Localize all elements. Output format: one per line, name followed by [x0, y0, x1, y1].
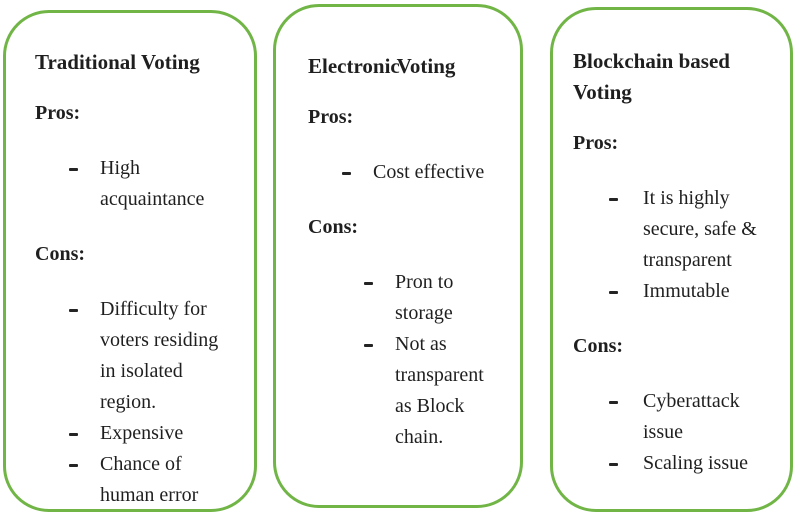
pros-label: Pros: [35, 102, 81, 124]
list-item-text: Scaling issue [643, 452, 748, 474]
list-item-text: It is highly secure, safe & transparent [643, 187, 757, 271]
bullet-icon [341, 157, 373, 188]
list-item-text: Immutable [643, 280, 730, 302]
pros-label: Pros: [308, 106, 354, 128]
bullet-icon [608, 386, 643, 448]
list-item-text: High acquaintance [100, 157, 205, 210]
list-item-text: Chance of human error [100, 453, 199, 506]
card-title-blockchain-voting: Blockchain based Voting [573, 49, 730, 104]
list-item: Scaling issue [608, 448, 774, 479]
bullet-icon [68, 294, 100, 418]
bullet-icon [68, 153, 100, 215]
cons-label: Cons: [308, 216, 359, 238]
list-item: It is highly secure, safe & transparent [608, 183, 774, 276]
pros-label: Pros: [573, 132, 619, 154]
list-item: Cost effective [341, 157, 504, 188]
list-item: Chance of human error [68, 449, 238, 511]
list-item: Immutable [608, 276, 774, 307]
pros-list: High acquaintance [35, 153, 238, 215]
bullet-icon [608, 183, 643, 276]
card-traditional-voting: Traditional Voting Pros: High acquaintan… [3, 10, 257, 512]
card-title-electronic-voting: Electronic Voting [308, 54, 456, 78]
card-title-traditional-voting: Traditional Voting [35, 50, 200, 74]
bullet-icon [608, 276, 643, 307]
list-item-text: Cyberattack issue [643, 390, 740, 443]
list-item: High acquaintance [68, 153, 238, 215]
list-item-text: Difficulty for voters residing in isolat… [100, 298, 219, 413]
bullet-icon [68, 449, 100, 511]
list-item-text: Pron to storage [395, 271, 454, 324]
list-item: Cyberattack issue [608, 386, 774, 448]
cons-list: Difficulty for voters residing in isolat… [35, 294, 238, 511]
card-blockchain-voting: Blockchain based Voting Pros: It is high… [550, 7, 793, 512]
list-item: Pron to storage [363, 267, 504, 329]
bullet-icon [363, 329, 395, 453]
list-item: Not as transparent as Block chain. [363, 329, 504, 453]
bullet-icon [608, 448, 643, 479]
cons-label: Cons: [35, 243, 86, 265]
list-item-text: Expensive [100, 422, 184, 444]
bullet-icon [363, 267, 395, 329]
pros-list: Cost effective [308, 157, 504, 188]
list-item: Difficulty for voters residing in isolat… [68, 294, 238, 418]
cons-label: Cons: [573, 335, 624, 357]
bullet-icon [68, 418, 100, 449]
list-item: Expensive [68, 418, 238, 449]
list-item-text: Cost effective [373, 161, 485, 183]
card-electronic-voting: Electronic Voting Pros: Cost effective C… [273, 4, 523, 508]
list-item-text: Not as transparent as Block chain. [395, 333, 484, 448]
